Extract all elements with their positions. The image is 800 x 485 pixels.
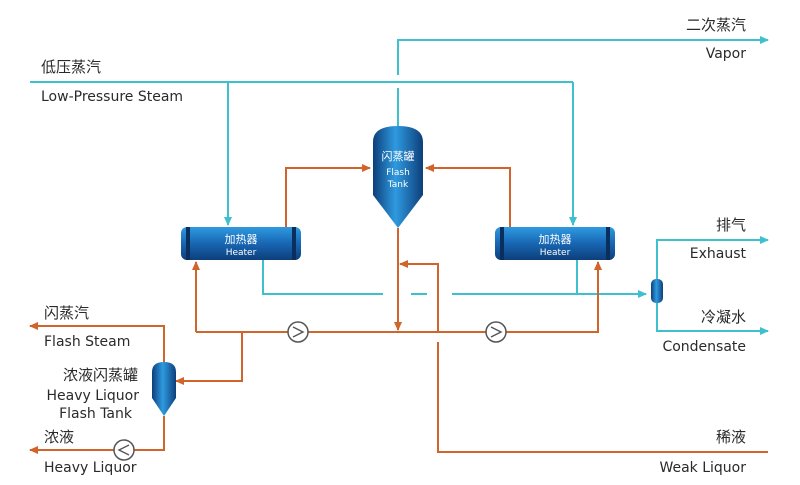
steam-lines — [30, 36, 769, 335]
right-heater-outlet-line — [425, 164, 511, 228]
flash-steam-label-cn: 闪蒸汽 — [44, 304, 89, 322]
left-heater-outlet-line — [285, 164, 371, 228]
condensate-out-line — [656, 302, 769, 335]
secondary-vapor-label-cn: 二次蒸汽 — [686, 16, 746, 34]
heavy-liquor-flash-tank-label-en-2: Flash Tank — [59, 406, 133, 422]
heavy-liquor-label-cn: 浓液 — [44, 428, 74, 446]
heater-left-label-en: Heater — [226, 248, 257, 258]
pump-right — [485, 321, 507, 343]
weak-liquor-feed-line — [437, 342, 768, 453]
flash-tank: 闪蒸罐 Flash Tank — [373, 126, 423, 228]
exhaust-line — [656, 236, 769, 280]
condensate-collect-line-right — [452, 256, 578, 295]
flash-tank-label-cn: 闪蒸罐 — [382, 149, 415, 163]
heavy-liquor-drain-line — [134, 416, 165, 451]
heater-right-label-cn: 加热器 — [539, 233, 572, 246]
secondary-vapor-label-en: Vapor — [706, 46, 747, 62]
heater-right-label-en: Heater — [540, 248, 571, 258]
stream-labels: 二次蒸汽 Vapor 低压蒸汽 Low-Pressure Steam 排气 Ex… — [41, 16, 747, 476]
exhaust-label-cn: 排气 — [716, 216, 746, 234]
heater-right: 加热器 Heater — [495, 227, 615, 260]
low-pressure-steam-label-en: Low-Pressure Steam — [41, 89, 183, 105]
pump-left — [287, 321, 309, 343]
low-pressure-steam-label-cn: 低压蒸汽 — [41, 58, 101, 76]
weak-liquor-label-en: Weak Liquor — [659, 460, 746, 476]
circulation-header-right — [506, 261, 602, 333]
recirculation-bypass-line — [399, 260, 439, 332]
bleed-to-heavy-flash-tank — [175, 332, 243, 385]
flash-steam-line — [29, 322, 165, 362]
exhaust-label-en: Exhaust — [690, 246, 747, 262]
heavy-liquor-flash-tank-label-cn: 浓液闪蒸罐 — [63, 366, 138, 384]
condensate-label-en: Condensate — [662, 339, 746, 355]
liquor-lines — [29, 164, 768, 454]
flash-steam-label-en: Flash Steam — [44, 334, 130, 350]
heavy-liquor-flash-tank-label-en-1: Heavy Liquor — [46, 388, 139, 404]
heavy-liquor-flash-tank — [152, 362, 176, 416]
heater-left-label-cn: 加热器 — [225, 233, 258, 246]
steam-trap — [651, 279, 663, 303]
pump-heavy-liquor — [113, 439, 135, 461]
heater-left: 加热器 Heater — [181, 227, 301, 260]
heavy-liquor-label-en: Heavy Liquor — [44, 460, 137, 476]
secondary-vapor-line — [397, 36, 769, 75]
condensate-label-cn: 冷凝水 — [701, 308, 746, 326]
flash-tank-label-en-1: Flash — [386, 168, 410, 178]
condensate-collect-line — [262, 256, 383, 295]
weak-liquor-label-cn: 稀液 — [716, 428, 746, 446]
flash-tank-label-en-2: Tank — [387, 180, 409, 190]
